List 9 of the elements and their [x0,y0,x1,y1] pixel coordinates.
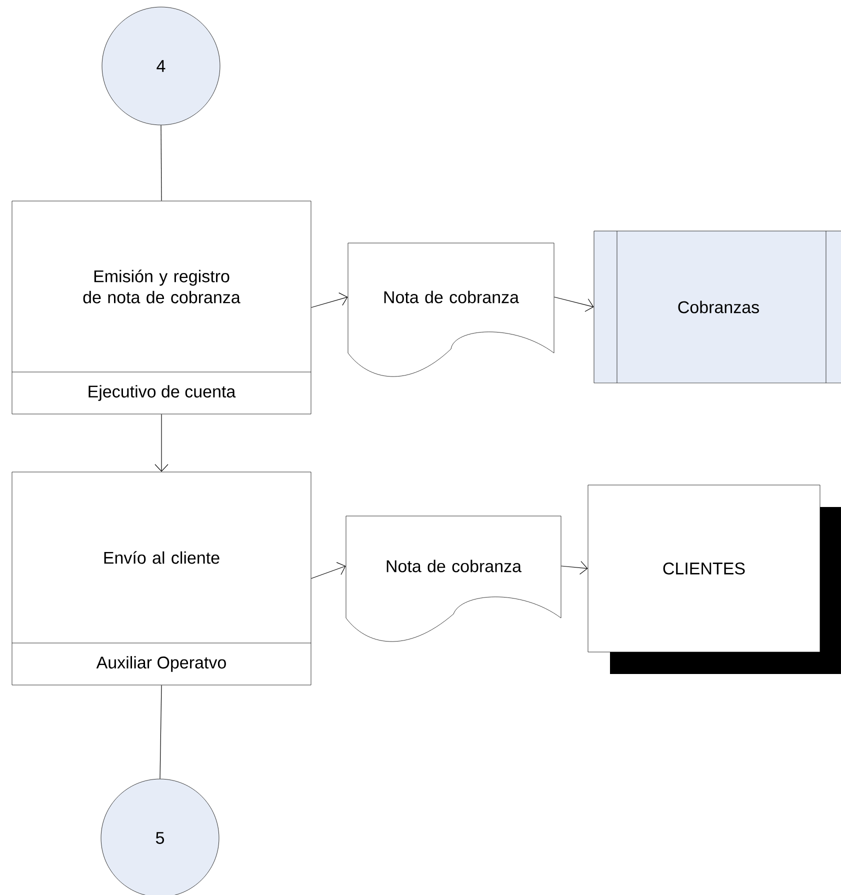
arrow [554,296,594,312]
process-box: Emisión y registro de nota de cobranza Ejecutivo de cuenta [12,200,312,414]
arrow [154,414,168,472]
arrow [560,561,588,575]
arrow [310,292,348,308]
subprocess-box: Cobranzas [594,230,841,384]
arrow [310,562,346,579]
process-box: Envío al cliente Auxiliar Operatvo [12,472,312,686]
shadowed-box: CLIENTES [588,484,841,674]
